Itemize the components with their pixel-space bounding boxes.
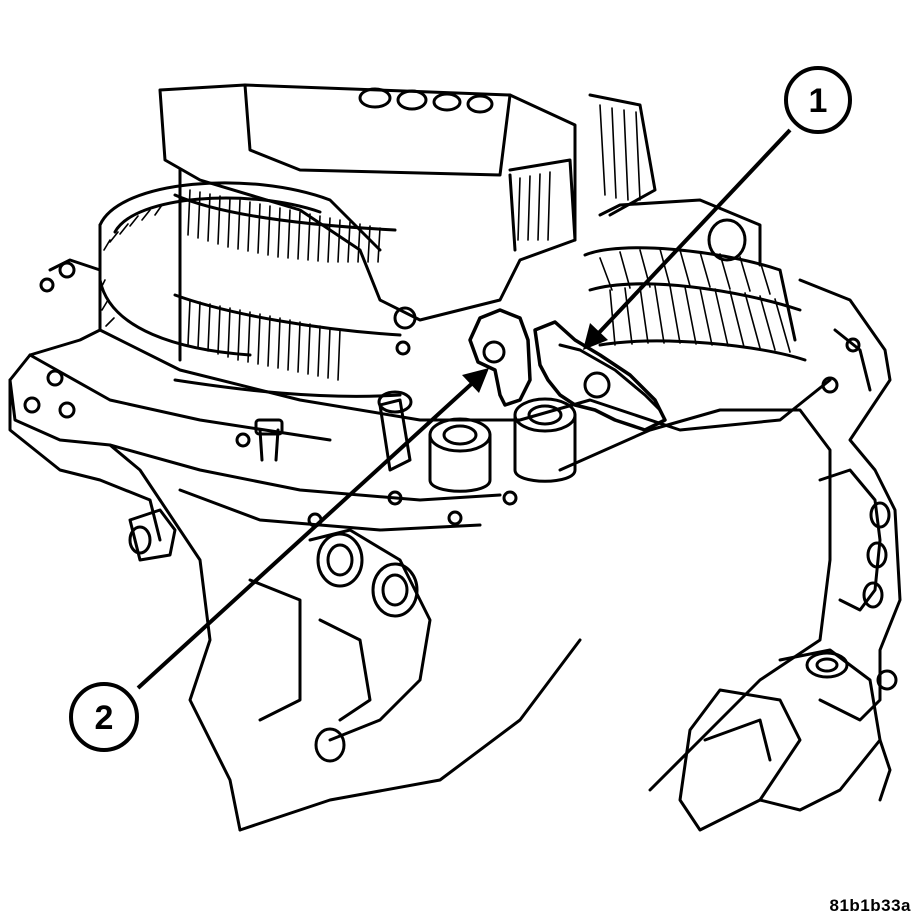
arrowhead-1 — [583, 323, 608, 350]
figure-id-label: 81b1b33a — [829, 896, 911, 915]
leader-line-1 — [592, 128, 792, 340]
callout-1: 1 — [784, 66, 852, 134]
case-bosses — [128, 306, 577, 562]
ring-gear — [98, 168, 402, 398]
tool-shape — [558, 408, 892, 832]
lower-bracket — [248, 528, 432, 763]
callout-2: 2 — [69, 682, 139, 752]
arrowhead-2 — [462, 368, 489, 393]
callout-label-2: 2 — [95, 699, 114, 737]
transmission-case — [8, 258, 902, 832]
callout-circle-1 — [784, 66, 852, 134]
right-gear-cluster — [508, 93, 807, 362]
outer-tab — [468, 308, 532, 407]
leader-line-2 — [136, 376, 480, 690]
leader-lines — [136, 128, 792, 690]
callout-label-1: 1 — [809, 82, 828, 120]
callout-circle-2 — [69, 682, 139, 752]
upper-housing — [158, 83, 577, 322]
inner-tab — [533, 320, 667, 432]
